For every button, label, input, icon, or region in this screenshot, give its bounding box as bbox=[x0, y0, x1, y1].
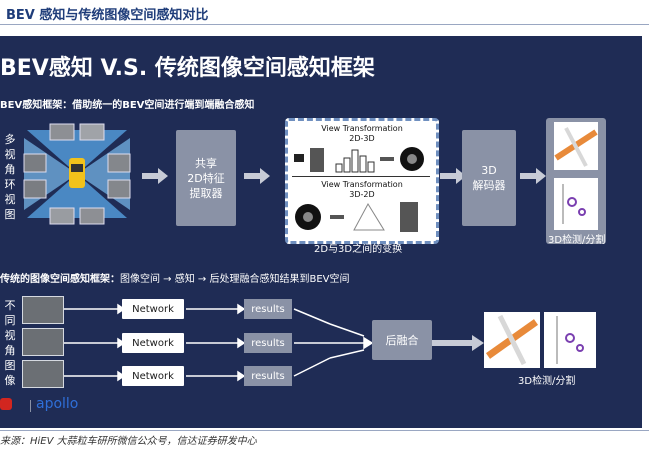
header-divider bbox=[0, 24, 649, 25]
vt-bottom-title: View Transformation bbox=[321, 180, 403, 189]
vt-caption: 2D与3D之间的变换 bbox=[314, 244, 403, 255]
traditional-section-label: 传统的图像空间感知框架：图像空间 → 感知 → 后处理融合感知结果到BEV空间 bbox=[0, 274, 350, 285]
traditional-output-map bbox=[484, 312, 540, 368]
camera-image-1 bbox=[22, 296, 64, 324]
vt-top-sub: 2D-3D bbox=[349, 134, 375, 143]
arrow-right-icon bbox=[440, 168, 466, 188]
vt-divider bbox=[292, 176, 430, 177]
vt-top-title: View Transformation bbox=[321, 124, 403, 133]
bev-input-label: 多视 角环 视图 bbox=[4, 133, 16, 221]
late-fusion-box: 后融合 bbox=[372, 320, 432, 360]
baidu-logo-icon bbox=[0, 398, 12, 410]
bev-output-panel bbox=[546, 118, 606, 244]
network-box-1: Network bbox=[122, 299, 184, 319]
apollo-logo: apollo bbox=[36, 396, 79, 412]
results-box-2: results bbox=[244, 333, 292, 353]
vt-2d3d-illustration bbox=[292, 144, 430, 174]
traditional-output-caption: 3D检测/分割 bbox=[518, 376, 576, 387]
vt-bottom-sub: 3D-2D bbox=[349, 190, 375, 199]
network-box-2: Network bbox=[122, 333, 184, 353]
footer-divider bbox=[0, 430, 649, 431]
logo-divider bbox=[30, 400, 31, 412]
bev-section-label: BEV感知框架：借助统一的BEV空间进行端到端融合感知 bbox=[0, 100, 255, 111]
source-footnote: 来源：HiEV 大蒜粒车研所微信公众号，信达证券研发中心 bbox=[0, 436, 257, 447]
results-box-3: results bbox=[244, 366, 292, 386]
arrow-right-icon bbox=[244, 168, 270, 188]
arrow-right-icon bbox=[520, 168, 546, 188]
arrow-right-icon bbox=[142, 168, 168, 188]
network-box-3: Network bbox=[122, 366, 184, 386]
camera-image-3 bbox=[22, 360, 64, 388]
slide-title: BEV感知 V.S. 传统图像空间感知框架 bbox=[0, 56, 375, 81]
traditional-flow-arrows bbox=[60, 296, 500, 392]
page-header-title: BEV 感知与传统图像空间感知对比 bbox=[6, 8, 209, 23]
bev-output-caption: 3D检测/分割 bbox=[548, 235, 606, 246]
camera-image-2 bbox=[22, 328, 64, 356]
vt-3d2d-illustration bbox=[292, 200, 430, 234]
results-box-1: results bbox=[244, 299, 292, 319]
traditional-input-label: 不同 视角 图像 bbox=[4, 299, 16, 387]
traditional-output-detection bbox=[544, 312, 596, 368]
surround-view-collage bbox=[22, 120, 132, 228]
